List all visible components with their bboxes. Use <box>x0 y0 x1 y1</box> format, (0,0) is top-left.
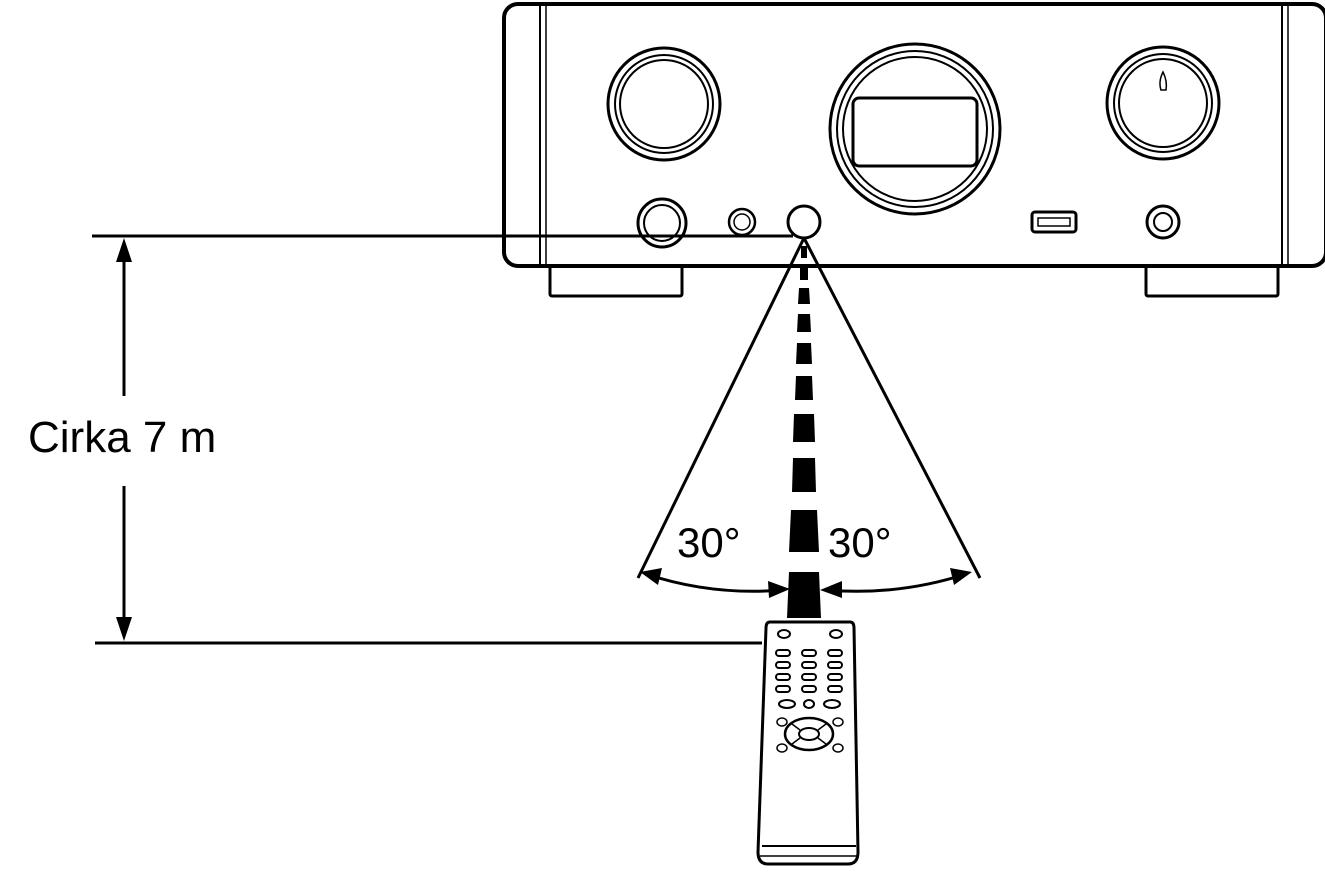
amplifier-icon <box>502 2 1325 298</box>
volume-indicator-icon <box>1159 70 1168 91</box>
signal-cone <box>636 237 982 618</box>
remote-button-grid <box>775 649 843 709</box>
cone-right-edge <box>802 237 982 579</box>
volume-knob <box>1105 45 1221 161</box>
power-button <box>636 197 688 249</box>
distance-label: Cirka 7 m <box>28 413 216 462</box>
remote-control-icon <box>756 620 860 866</box>
headphone-jack-icon <box>1145 204 1181 240</box>
arrow-down-icon <box>116 617 132 641</box>
remote-body <box>756 620 860 866</box>
angle-left-label: 30° <box>677 519 741 566</box>
cone-left-edge <box>636 237 806 579</box>
usb-port-icon <box>1030 210 1078 234</box>
dpad-icon <box>776 716 844 753</box>
arrow-up-icon <box>116 238 132 262</box>
angle-arcs: 30° 30° <box>640 519 972 598</box>
distance-dimension: Cirka 7 m <box>28 234 793 645</box>
beam-icon <box>787 572 821 618</box>
input-selector-knob <box>606 46 722 162</box>
display-window <box>828 42 1002 216</box>
angle-right-label: 30° <box>828 519 892 566</box>
